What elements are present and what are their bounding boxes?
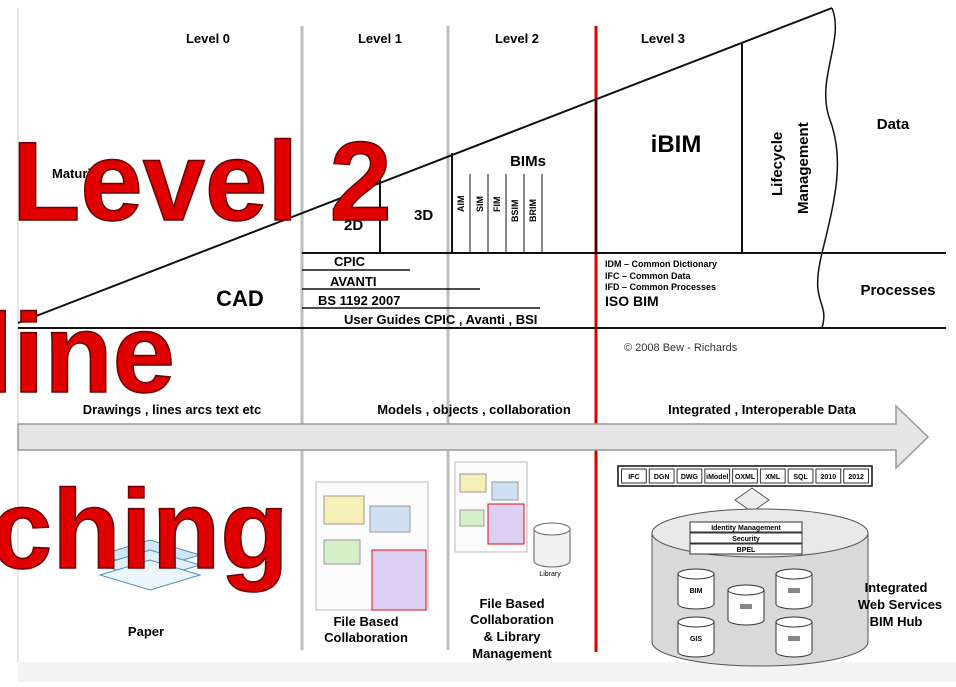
overlay-ching: ching	[0, 467, 289, 592]
database-icon	[677, 622, 715, 658]
bims-label: BIMs	[510, 153, 546, 170]
format-box	[843, 468, 870, 484]
lifecycle-label-2: Management	[795, 122, 812, 214]
hub-layer-identity	[689, 521, 803, 533]
format-box-label: XML	[765, 474, 781, 481]
wavy-edge	[816, 7, 839, 329]
hub-layer-bpel-text: BPEL	[737, 547, 756, 554]
standard-bs1192: BS 1192 2007	[318, 293, 400, 308]
2d-label: 2D	[344, 217, 363, 234]
format-box	[704, 468, 731, 484]
database-pattern	[788, 636, 800, 641]
database-pattern	[740, 604, 752, 609]
progress-arrow	[17, 404, 930, 470]
maturity-label: Maturity	[52, 166, 103, 181]
bim-vertical-fim: FIM	[492, 197, 502, 213]
overlay-line: line	[0, 291, 175, 416]
format-box-label: 2012	[848, 474, 864, 481]
format-box	[732, 468, 758, 484]
format-box-label: SQL	[793, 474, 808, 481]
arrow-caption-level0: Drawings , lines arcs text etc	[83, 402, 261, 417]
standard-user-guides: User Guides CPIC , Avanti , BSI	[344, 312, 537, 327]
bim-vertical-brim: BRIM	[528, 199, 538, 222]
format-box	[759, 468, 786, 484]
caption-file-library-1: File Based	[479, 596, 544, 611]
hub-layer-security-text: Security	[732, 536, 760, 543]
database-icon-top	[775, 568, 813, 580]
caption-hub-2: Web Services	[858, 597, 942, 612]
format-box	[621, 468, 647, 484]
process-ifd: IFD – Common Processes	[605, 282, 716, 292]
format-box-label: DWG	[681, 474, 699, 481]
hub-layer-bpel	[689, 543, 803, 555]
level-header-2: Level 2	[495, 31, 539, 46]
database-icon-top	[775, 616, 813, 628]
database-icon-top	[677, 616, 715, 628]
format-strip: IFC DGN DWG iModel OXML XML SQL 2010 2012	[617, 465, 873, 487]
process-idm: IDM – Common Dictionary	[605, 259, 717, 269]
caption-file-based-2: Collaboration	[324, 630, 408, 645]
database-icon-top	[677, 568, 715, 580]
caption-file-library-2: Collaboration	[470, 612, 554, 627]
bim-vertical-sim: SIM	[475, 196, 485, 212]
level-header-3: Level 3	[641, 31, 685, 46]
standard-avanti: AVANTI	[330, 274, 376, 289]
3d-label: 3D	[414, 207, 433, 224]
file-based-document-illustration	[315, 481, 429, 611]
format-box	[676, 468, 703, 484]
caption-file-based-1: File Based	[333, 614, 398, 629]
format-box-label: DGN	[654, 474, 670, 481]
standard-cpic: CPIC	[334, 254, 366, 269]
processes-label: Processes	[860, 282, 935, 299]
cad-label: CAD	[216, 286, 264, 311]
format-box-label: OXML	[735, 474, 756, 481]
database-label: BIM	[690, 588, 703, 595]
lifecycle-label-1: Lifecycle	[769, 132, 786, 196]
format-box-label: 2010	[821, 474, 837, 481]
format-box	[815, 468, 842, 484]
caption-file-library-3: & Library	[483, 629, 541, 644]
iso-bim: ISO BIM	[605, 293, 659, 309]
overlay-level-2: Level 2	[12, 119, 392, 244]
database-icon	[677, 574, 715, 610]
format-box	[787, 468, 814, 484]
arrow-caption-level12: Models , objects , collaboration	[377, 402, 571, 417]
level-header-0: Level 0	[186, 31, 230, 46]
bim-vertical-bsim: BSIM	[510, 200, 520, 223]
bim-vertical-aim: AIM	[456, 196, 466, 213]
data-label: Data	[877, 116, 910, 133]
copyright: © 2008 Bew - Richards	[624, 342, 738, 354]
caption-hub-1: Integrated	[865, 580, 928, 595]
database-label: GIS	[690, 636, 702, 643]
format-box	[648, 468, 675, 484]
hub-databases: BIM GIS	[677, 568, 813, 658]
arrow-caption-level3: Integrated , Interoperable Data	[668, 402, 857, 417]
format-box-label: iModel	[706, 474, 728, 481]
process-ifc: IFC – Common Data	[605, 271, 692, 281]
caption-paper: Paper	[128, 624, 164, 639]
level-header-1: Level 1	[358, 31, 402, 46]
hub-layer-security	[689, 532, 803, 544]
hub-layer-identity-text: Identity Management	[711, 525, 781, 532]
maturity-diagonal	[17, 7, 833, 324]
caption-file-library-4: Management	[472, 646, 552, 661]
caption-hub-3: BIM Hub	[870, 614, 923, 629]
bottom-strip	[18, 662, 956, 682]
library-label: Library	[539, 571, 561, 578]
format-box-label: IFC	[628, 474, 639, 481]
paper-stack-illustration	[98, 539, 202, 591]
file-library-illustration	[454, 461, 571, 568]
database-pattern	[788, 588, 800, 593]
ibim-label: iBIM	[651, 131, 702, 158]
database-icon-top	[727, 584, 765, 596]
